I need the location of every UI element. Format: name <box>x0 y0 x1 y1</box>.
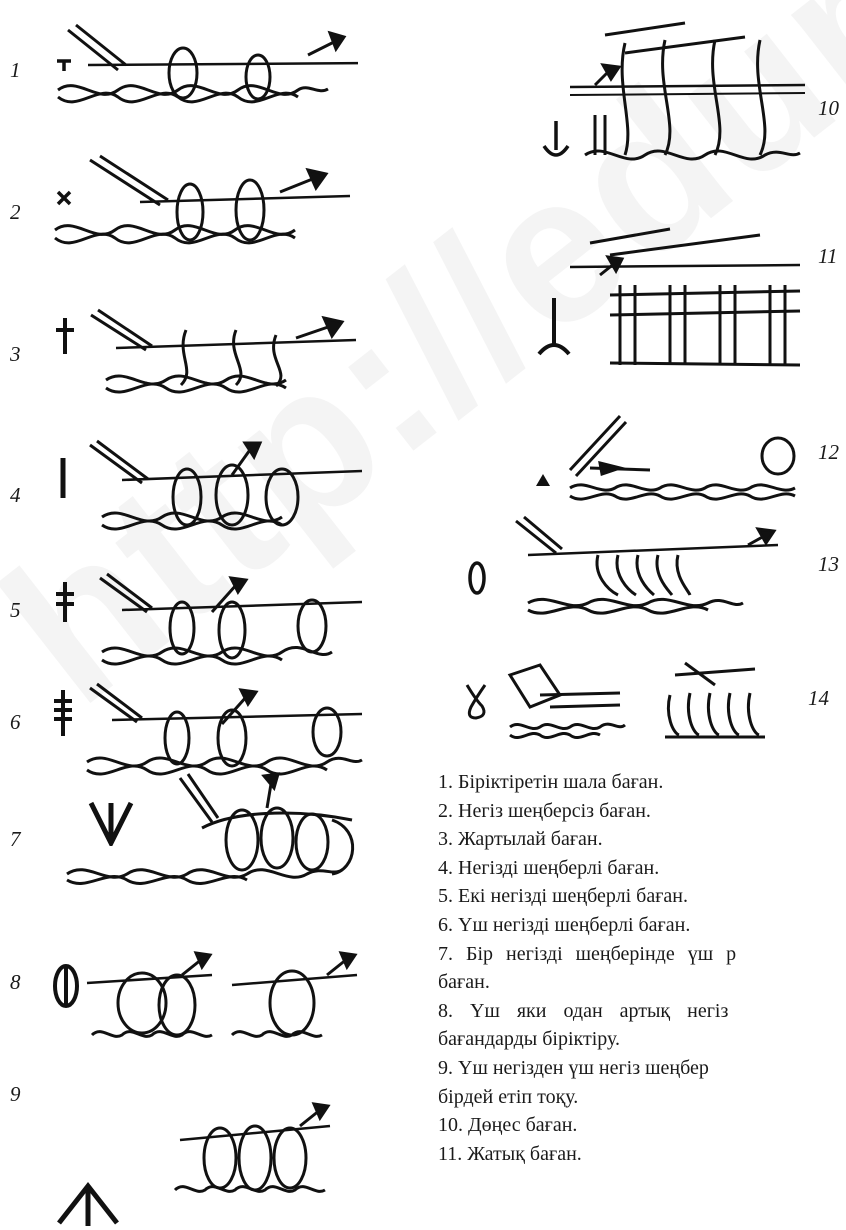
legend: 1. Біріктіретін шала баған. 2. Негіз шең… <box>438 768 846 1168</box>
row-number: 7 <box>10 827 21 852</box>
legend-line: 5. Екі негізді шеңберлі баған. <box>438 882 846 911</box>
legend-line: 4. Негізді шеңберлі баған. <box>438 854 846 883</box>
illustration-three-in-one <box>62 770 362 890</box>
puff-stitch-symbol <box>466 560 488 596</box>
illustration-half-double <box>86 300 366 400</box>
illustration-picot-1 <box>500 655 630 745</box>
legend-line: 2. Негіз шеңберсіз баған. <box>438 797 846 826</box>
row-number: 12 <box>818 440 839 465</box>
legend-line: бірдей етіп тоқу. <box>438 1083 846 1112</box>
row-number: 10 <box>818 96 839 121</box>
illustration-decrease <box>170 1100 340 1230</box>
row-number: 6 <box>10 710 21 735</box>
row-number: 1 <box>10 58 21 83</box>
illustration-front-post <box>565 15 810 165</box>
illustration-bobble <box>560 408 805 508</box>
legend-line: 3. Жартылай баған. <box>438 825 846 854</box>
illustration-back-post <box>560 215 810 375</box>
illustration-double-crochet <box>82 435 372 535</box>
legend-line: баған. <box>438 968 846 997</box>
row-number: 5 <box>10 598 21 623</box>
row-number: 13 <box>818 552 839 577</box>
half-double-crochet-symbol <box>54 316 76 356</box>
decrease-symbol <box>56 1180 120 1226</box>
row-number: 9 <box>10 1082 21 1107</box>
legend-line: бағандарды біріктіру. <box>438 1025 846 1054</box>
legend-line: 9. Үш негізден үш негіз шеңбер <box>438 1054 846 1083</box>
legend-line: 6. Үш негізді шеңберлі баған. <box>438 911 846 940</box>
illustration-picot-2 <box>655 655 775 745</box>
row-number: 11 <box>818 244 837 269</box>
cluster-symbol <box>50 962 82 1010</box>
double-crochet-symbol <box>56 456 70 500</box>
legend-line: 7. Бір негізді шеңберінде үш р <box>438 940 846 969</box>
legend-line: 11. Жатық баған. <box>438 1140 846 1169</box>
legend-line: 10. Дөңес баған. <box>438 1111 846 1140</box>
illustration-slip-stitch <box>48 15 358 115</box>
legend-line: 8. Үш яки одан артық негіз <box>438 997 846 1026</box>
row-number: 2 <box>10 200 21 225</box>
row-number: 3 <box>10 342 21 367</box>
row-number: 8 <box>10 970 21 995</box>
treble-crochet-symbol <box>54 580 76 624</box>
illustration-single-crochet <box>50 150 360 250</box>
row-number: 4 <box>10 483 21 508</box>
illustration-double-treble <box>82 680 372 780</box>
row-number: 14 <box>808 686 829 711</box>
illustration-treble <box>92 570 372 670</box>
illustration-cluster <box>82 945 362 1045</box>
legend-line: 1. Біріктіретін шала баған. <box>438 768 846 797</box>
illustration-puff <box>508 515 783 620</box>
double-treble-symbol <box>52 688 74 738</box>
picot-symbol <box>462 682 490 722</box>
bobble-symbol <box>534 472 552 488</box>
